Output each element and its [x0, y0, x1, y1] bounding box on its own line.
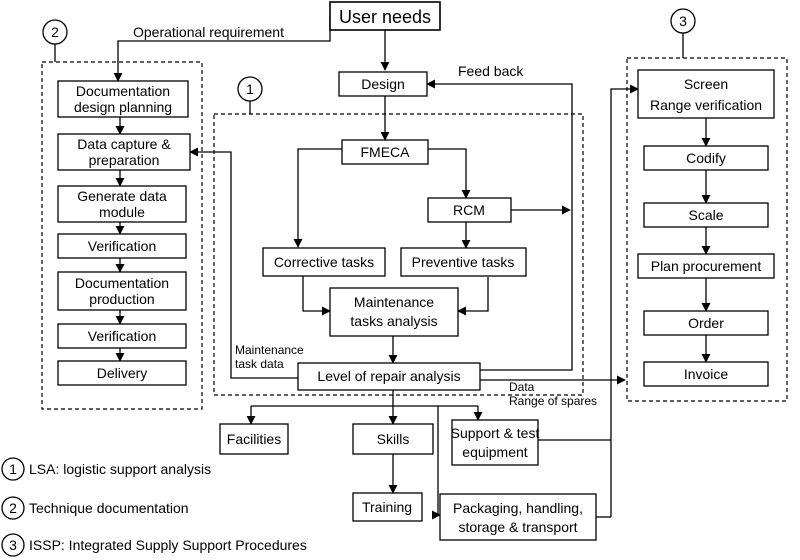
node-screen-range-verification: Screen Range verification [637, 69, 775, 119]
svg-text:production: production [89, 291, 154, 307]
node-verification-2: Verification [57, 323, 187, 349]
edge-task-data [189, 147, 298, 379]
node-training: Training [352, 492, 423, 522]
legend-item-3: 3 ISSP: Integrated Supply Support Proced… [1, 533, 307, 557]
svg-text:Delivery: Delivery [97, 365, 148, 381]
svg-text:Level of repair analysis: Level of repair analysis [317, 368, 460, 384]
svg-text:LSA: logistic support analysis: LSA: logistic support analysis [29, 461, 211, 477]
edge-to-screen [610, 84, 639, 517]
svg-text:design planning: design planning [74, 99, 172, 115]
node-generate-data-module: Generate data module [57, 185, 187, 223]
edge-fmeca-rcm [428, 148, 471, 199]
svg-text:storage & transport: storage & transport [458, 519, 577, 535]
svg-text:preparation: preparation [89, 152, 160, 168]
svg-text:Generate data: Generate data [77, 188, 167, 204]
svg-text:Technique documentation: Technique documentation [29, 500, 189, 516]
svg-text:Packaging, handling,: Packaging, handling, [453, 500, 583, 516]
svg-text:User needs: User needs [339, 7, 431, 27]
legend-item-1: 1 LSA: logistic support analysis [1, 457, 211, 481]
node-packaging: Packaging, handling, storage & transport [439, 493, 597, 541]
node-order: Order [643, 310, 769, 336]
svg-text:Design: Design [361, 76, 405, 92]
svg-text:1: 1 [246, 81, 254, 97]
edge-corrective-mta [302, 276, 331, 316]
svg-text:RCM: RCM [453, 202, 485, 218]
svg-text:FMECA: FMECA [361, 144, 411, 160]
svg-text:1: 1 [9, 461, 17, 477]
svg-text:Maintenance: Maintenance [354, 294, 434, 310]
node-preventive-tasks: Preventive tasks [400, 247, 527, 277]
svg-text:Documentation: Documentation [75, 275, 169, 291]
svg-text:Data capture &: Data capture & [77, 136, 171, 152]
group-lsa [213, 113, 584, 396]
svg-text:Facilities: Facilities [227, 431, 281, 447]
edge-preventive-mta [457, 277, 489, 316]
svg-text:Range verification: Range verification [650, 97, 762, 113]
svg-text:2: 2 [9, 500, 17, 516]
group-badge-2: 2 [42, 19, 68, 62]
svg-text:Corrective tasks: Corrective tasks [274, 254, 374, 270]
node-codify: Codify [643, 145, 769, 171]
node-fmeca: FMECA [341, 139, 429, 165]
svg-text:3: 3 [679, 13, 687, 29]
svg-text:Screen: Screen [684, 76, 728, 92]
svg-text:Preventive tasks: Preventive tasks [412, 254, 515, 270]
node-support-test-equipment: Support & test equipment [451, 419, 540, 466]
edge-feedback [426, 79, 573, 371]
svg-text:equipment: equipment [462, 444, 527, 460]
svg-text:Support & test: Support & test [451, 425, 540, 441]
node-facilities: Facilities [219, 423, 289, 455]
svg-text:Codify: Codify [686, 150, 726, 166]
node-rcm: RCM [427, 197, 512, 223]
node-scale: Scale [643, 202, 769, 228]
svg-text:Training: Training [362, 499, 412, 515]
svg-text:Verification: Verification [88, 328, 156, 344]
node-data-capture: Data capture & preparation [57, 133, 191, 171]
label-range-of-spares: Range of spares [509, 394, 597, 408]
group-badge-1: 1 [237, 76, 263, 114]
group-badge-3: 3 [670, 8, 696, 58]
svg-text:Skills: Skills [377, 431, 410, 447]
node-plan-procurement: Plan procurement [637, 253, 775, 279]
edge-fmeca-corrective [293, 148, 342, 248]
svg-text:Scale: Scale [688, 207, 723, 223]
node-design: Design [338, 71, 428, 97]
svg-text:Verification: Verification [88, 238, 156, 254]
svg-text:Order: Order [688, 315, 724, 331]
label-data: Data [509, 380, 535, 394]
svg-text:ISSP: Integrated Supply Suppor: ISSP: Integrated Supply Support Procedur… [29, 537, 307, 553]
label-maintenance-task-data-2: task data [235, 357, 284, 371]
group-issp [626, 57, 788, 402]
node-delivery: Delivery [57, 360, 187, 386]
node-corrective-tasks: Corrective tasks [262, 247, 386, 277]
node-level-of-repair-analysis: Level of repair analysis [297, 362, 481, 391]
svg-text:3: 3 [9, 537, 17, 553]
node-skills: Skills [352, 423, 434, 455]
node-maintenance-tasks-analysis: Maintenance tasks analysis [329, 287, 459, 337]
svg-text:Invoice: Invoice [684, 366, 729, 382]
label-maintenance-task-data-1: Maintenance [235, 343, 304, 357]
group-technique-documentation [41, 61, 203, 410]
svg-text:Documentation: Documentation [76, 83, 170, 99]
svg-text:2: 2 [51, 24, 59, 40]
node-doc-design-planning: Documentation design planning [57, 80, 189, 118]
node-invoice: Invoice [643, 361, 769, 387]
node-doc-production: Documentation production [57, 271, 187, 311]
svg-text:Plan procurement: Plan procurement [651, 258, 762, 274]
label-operational-requirement: Operational requirement [133, 24, 284, 40]
node-verification-1: Verification [57, 233, 187, 259]
label-feed-back: Feed back [458, 63, 524, 79]
node-user-needs: User needs [329, 1, 441, 31]
svg-text:module: module [99, 204, 145, 220]
legend-item-2: 2 Technique documentation [1, 496, 189, 520]
svg-text:tasks analysis: tasks analysis [350, 313, 437, 329]
